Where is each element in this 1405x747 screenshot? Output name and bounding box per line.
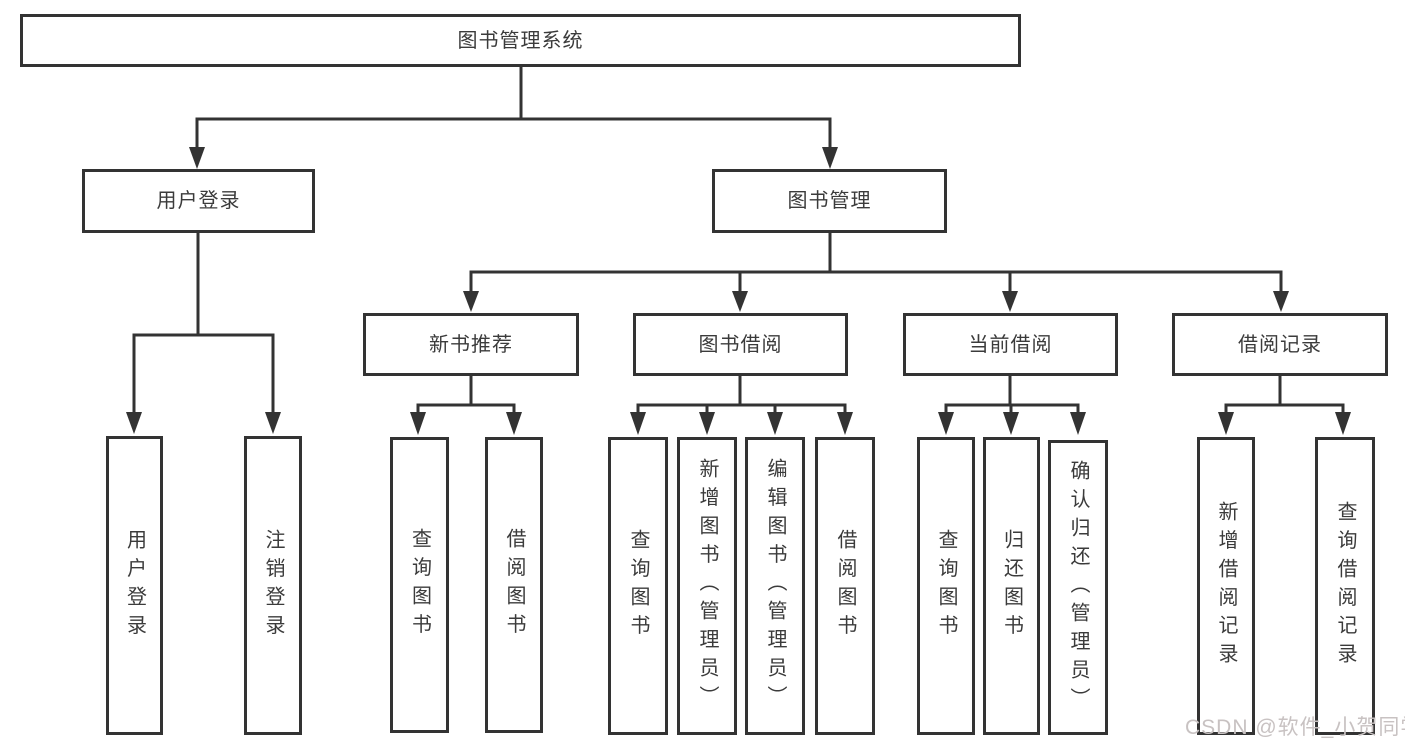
- node-user-login-label: 用户登录: [156, 190, 241, 212]
- leaf-borrow-query-books: 查询图书: [608, 437, 668, 735]
- node-new-book-recommend: 新书推荐: [363, 313, 579, 376]
- leaf-user-login-label: 用户登录: [123, 528, 146, 643]
- node-book-management: 图书管理: [712, 169, 947, 233]
- node-root-system: 图书管理系统: [20, 14, 1021, 67]
- connector-paths: [132, 67, 1345, 413]
- leaf-records-add-record: 新增借阅记录: [1197, 437, 1255, 735]
- leaf-records-query-record: 查询借阅记录: [1315, 437, 1375, 735]
- leaf-recommend-borrow-books-label: 借阅图书: [503, 528, 525, 642]
- node-borrow-records-label: 借阅记录: [1238, 333, 1322, 356]
- node-book-management-label: 图书管理: [787, 190, 872, 212]
- leaf-borrow-add-books-admin: 新增图书（管理员）: [677, 437, 737, 735]
- leaf-borrow-edit-books-admin-label: 编辑图书（管理员）: [764, 458, 786, 714]
- leaf-records-add-record-label: 新增借阅记录: [1215, 500, 1237, 672]
- node-current-borrow: 当前借阅: [903, 313, 1118, 376]
- leaf-borrow-borrow-books-label: 借阅图书: [834, 529, 856, 643]
- leaf-current-confirm-return-admin: 确认归还（管理员）: [1048, 440, 1108, 735]
- node-current-borrow-label: 当前借阅: [968, 333, 1053, 356]
- node-book-borrow-label: 图书借阅: [698, 333, 783, 356]
- leaf-borrow-edit-books-admin: 编辑图书（管理员）: [745, 437, 805, 735]
- leaf-logout-label: 注销登录: [262, 528, 284, 643]
- arrowheads: [126, 147, 1351, 435]
- leaf-records-query-record-label: 查询借阅记录: [1334, 500, 1356, 672]
- leaf-current-return-books-label: 归还图书: [1000, 529, 1023, 643]
- node-user-login: 用户登录: [82, 169, 315, 233]
- node-new-book-recommend-label: 新书推荐: [429, 333, 513, 356]
- leaf-borrow-borrow-books: 借阅图书: [815, 437, 875, 735]
- node-borrow-records: 借阅记录: [1172, 313, 1388, 376]
- leaf-borrow-add-books-admin-label: 新增图书（管理员）: [696, 458, 718, 714]
- leaf-recommend-query-books: 查询图书: [390, 437, 449, 733]
- leaf-user-login: 用户登录: [106, 436, 163, 735]
- leaf-recommend-query-books-label: 查询图书: [408, 528, 431, 642]
- csdn-watermark: CSDN @软件_小贺同学: [1185, 716, 1405, 739]
- leaf-recommend-borrow-books: 借阅图书: [485, 437, 543, 733]
- node-root-label: 图书管理系统: [457, 29, 584, 52]
- node-book-borrow: 图书借阅: [633, 313, 848, 376]
- leaf-current-return-books: 归还图书: [983, 437, 1040, 735]
- leaf-current-query-books-label: 查询图书: [935, 529, 957, 643]
- leaf-borrow-query-books-label: 查询图书: [627, 529, 649, 643]
- leaf-logout: 注销登录: [244, 436, 302, 735]
- leaf-current-query-books: 查询图书: [917, 437, 975, 735]
- leaf-current-confirm-return-admin-label: 确认归还（管理员）: [1067, 459, 1089, 716]
